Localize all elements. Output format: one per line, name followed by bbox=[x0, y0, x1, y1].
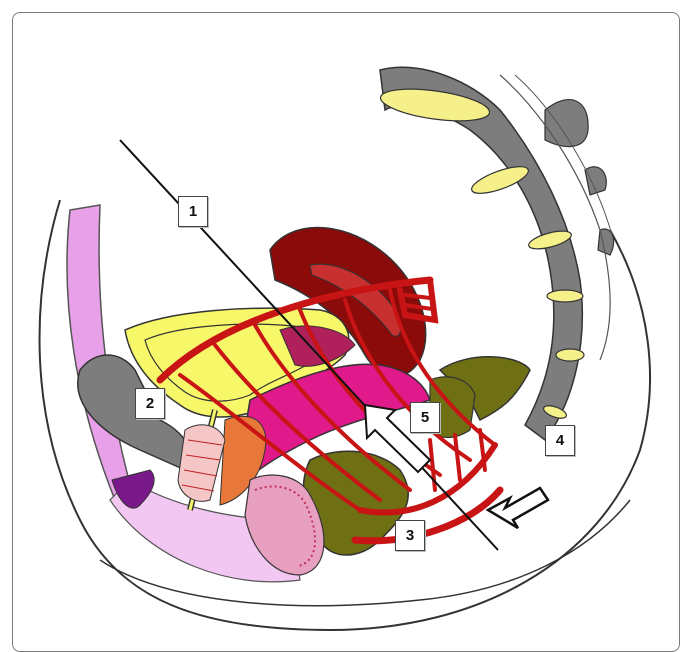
label-2: 2 bbox=[135, 388, 165, 419]
label-3: 3 bbox=[395, 520, 425, 551]
label-4: 4 bbox=[545, 425, 575, 456]
spinous-process bbox=[545, 100, 588, 147]
sacral-disc bbox=[547, 290, 583, 302]
label-5: 5 bbox=[410, 402, 440, 433]
urethral-sphincter bbox=[178, 425, 225, 502]
label-1: 1 bbox=[178, 196, 208, 227]
sacral-disc bbox=[556, 349, 584, 361]
